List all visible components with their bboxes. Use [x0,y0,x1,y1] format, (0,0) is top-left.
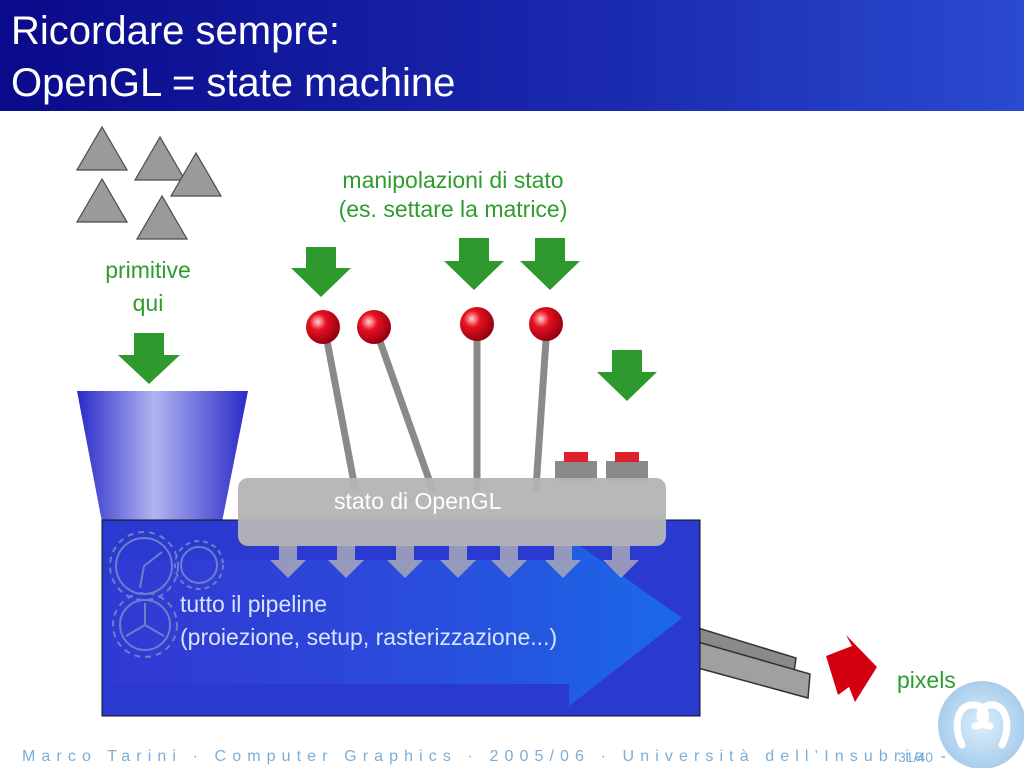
opengl-state-box [238,478,666,546]
footer-credits: Marco Tarini · Computer Graphics · 2005/… [22,748,952,765]
triangle-icon [169,151,223,197]
state-output-arrows [270,545,639,578]
red-arrow-icon [826,635,877,702]
slide-title-line-2: OpenGL = state machine [11,61,456,105]
pixels-label: pixels [897,667,956,693]
state-manipulation-label-line-2: (es. settare la matrice) [338,196,568,222]
state-manipulation-label-line-1: manipolazioni di stato [342,167,564,193]
input-hopper [77,391,248,522]
gear-icon [109,531,179,601]
green-arrow-down-icon [597,350,657,401]
pipeline-arrow [110,538,682,706]
state-manipulation-label: manipolazioni di stato (es. settare la m… [320,167,586,223]
logo-icon [938,681,1024,768]
triangle-icon [133,135,187,181]
pipeline-label: tutto il pipeline (proiezione, setup, ra… [180,591,557,651]
primitives-label-line-2: qui [132,290,164,316]
red-knob-icon [529,307,563,341]
opengl-state-label: stato di OpenGL [334,488,502,514]
gear-icon [112,592,178,658]
triangle-icon [75,177,129,223]
green-arrow-down-icon [118,333,180,384]
primitives-label: primitive qui [88,257,208,317]
red-knob-icon [460,307,494,341]
red-knob-icon [357,310,391,344]
green-arrow-down-icon [520,238,580,290]
slide-title-line-1: Ricordare sempre: [11,9,341,53]
output-slots [697,626,811,699]
state-buttons [555,452,648,481]
triangle-icon [75,125,129,171]
triangle-icon [135,194,189,240]
page-number: 31/40 [898,749,934,765]
state-levers [321,321,551,492]
red-knob-icon [306,310,340,344]
primitives-group [75,125,223,240]
pipeline-label-line-2: (proiezione, setup, rasterizzazione...) [180,624,558,650]
gear-icon [174,540,224,590]
primitives-label-line-1: primitive [105,257,191,283]
title-bar: Ricordare sempre: OpenGL = state machine [0,0,1024,111]
green-arrow-down-icon [291,247,351,297]
green-arrow-down-icon [444,238,504,290]
pipeline-label-line-1: tutto il pipeline [180,591,328,617]
